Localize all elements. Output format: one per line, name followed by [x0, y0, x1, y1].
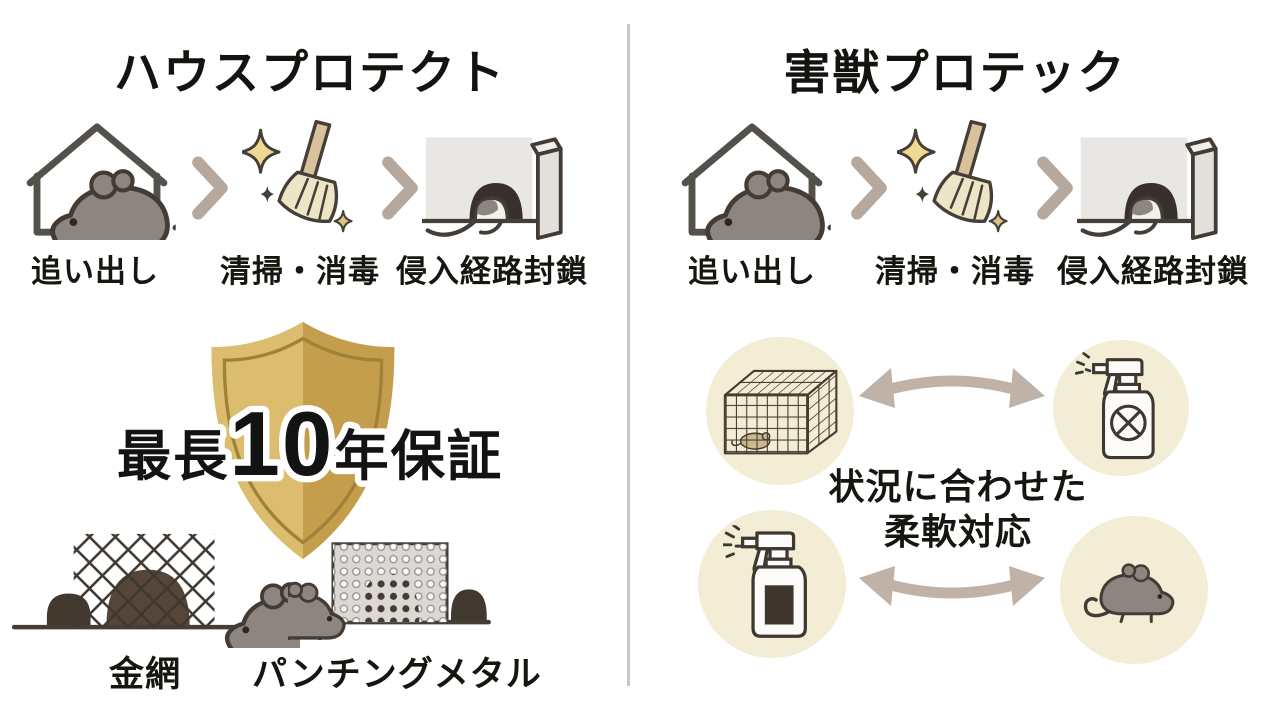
option-circle: [1053, 340, 1189, 476]
flexible-response-line1: 状況に合わせた: [828, 466, 1088, 507]
guarantee-text: 最長10年保証: [110, 398, 507, 497]
step-label: 追い出し: [688, 254, 816, 289]
broom-cleaning-icon: [242, 120, 360, 238]
step-label: 追い出し: [31, 254, 159, 289]
option-circle: [698, 510, 846, 658]
mouse-in-house-icon: [673, 120, 831, 240]
chevron-right-icon: [380, 156, 420, 220]
step-label: 清掃・消毒: [875, 254, 1035, 289]
cage-trap-icon: [716, 360, 844, 463]
method-label: 金網: [108, 655, 181, 694]
mouse-in-house-icon: [18, 120, 176, 240]
flexible-response-text: 状況に合わせた 柔軟対応: [826, 464, 1090, 554]
step-label: 侵入経路封鎖: [1057, 254, 1249, 289]
method-label: パンチングメタル: [252, 655, 542, 694]
option-circle: [706, 337, 854, 485]
broom-cleaning-icon: [897, 120, 1015, 238]
chevron-right-icon: [1035, 156, 1075, 220]
left-title: ハウスプロテクト: [114, 46, 506, 99]
divider-line: [627, 24, 630, 686]
mouse-icon: [1082, 556, 1186, 625]
blocked-entry-icon: [1077, 122, 1229, 242]
spray-prohibited-icon: [1075, 352, 1168, 464]
double-arrow-icon: [856, 356, 1048, 418]
wire-mesh-icon: [12, 533, 300, 648]
chevron-right-icon: [190, 156, 230, 220]
double-arrow-icon: [856, 556, 1048, 618]
flexible-response-line2: 柔軟対応: [883, 511, 1032, 552]
option-circle: [1060, 516, 1208, 664]
step-label: 清掃・消毒: [220, 254, 380, 289]
spray-bottle-icon: [723, 525, 821, 643]
punching-metal-icon: [288, 542, 491, 640]
right-title: 害獣プロテック: [783, 46, 1127, 99]
chevron-right-icon: [849, 156, 889, 220]
svg-text:最長10年保証: 最長10年保証: [117, 398, 503, 495]
blocked-entry-icon: [422, 122, 574, 242]
step-label: 侵入経路封鎖: [396, 254, 588, 289]
